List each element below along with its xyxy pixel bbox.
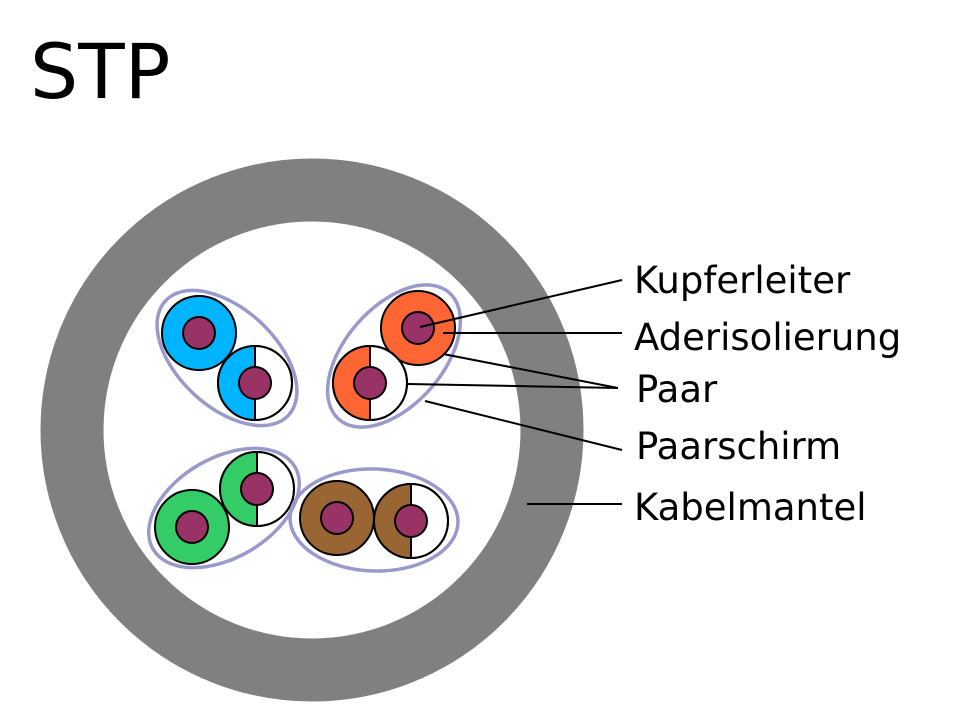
label-pair-shield: Paarschirm: [636, 425, 841, 468]
copper-conductor-blue: [182, 316, 216, 350]
diagram-title: STP: [30, 27, 171, 116]
copper-conductor-blue-white: [238, 366, 272, 400]
pair-shield-orange: [325, 283, 463, 429]
copper-conductor-green: [175, 510, 209, 544]
leader-pair-shield: [424, 400, 623, 451]
stripe-orange: [333, 346, 370, 420]
leader-conductor: [419, 279, 623, 328]
cable-jacket: [40, 158, 584, 702]
stripe-green: [220, 452, 257, 526]
leader-pair-b: [407, 383, 619, 389]
label-pair: Paar: [636, 368, 718, 411]
leader-pair-a: [442, 353, 619, 389]
copper-conductor-brown: [320, 501, 354, 535]
copper-conductor-orange: [401, 311, 435, 345]
leader-lines: [407, 279, 623, 505]
cable-interior: [104, 222, 520, 638]
stripe-brown: [374, 484, 411, 558]
copper-conductor-orange-white: [353, 366, 387, 400]
label-jacket: Kabelmantel: [634, 486, 867, 529]
copper-conductor-brown-white: [394, 504, 428, 538]
pair-shield-brown: [288, 467, 460, 573]
pair-shield-blue: [155, 288, 299, 428]
label-conductor: Kupferleiter: [634, 259, 851, 302]
pair-shield-green: [146, 446, 302, 570]
stripe-blue: [218, 346, 255, 420]
label-insulation: Aderisolierung: [634, 316, 901, 359]
copper-conductor-green-white: [240, 472, 274, 506]
